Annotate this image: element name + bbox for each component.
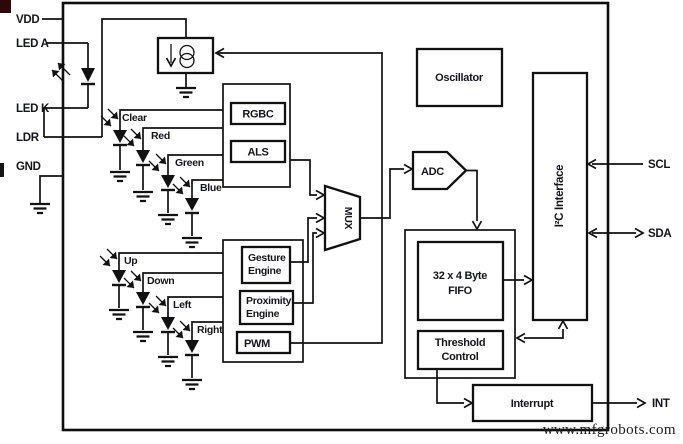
pin-label-ldr: LDR	[16, 132, 40, 144]
pin-label-led-a: LED A	[16, 38, 49, 50]
connector-i2c-to-threshold	[515, 319, 569, 344]
proximity-engine-block: Proximity Engine	[238, 289, 295, 326]
photodiode-label-blue: Blue	[200, 182, 222, 194]
proximity-engine-label-2: Engine	[246, 308, 280, 320]
chip-boundary	[61, 1, 610, 432]
gesture-engine-block: Gesture Engine	[240, 245, 292, 285]
pin-label-gnd: GND	[16, 161, 41, 173]
pin-label-led-k: LED K	[16, 103, 50, 115]
interrupt-label: Interrupt	[511, 398, 554, 410]
connector-ldr-to-current-source	[101, 18, 187, 137]
gesture-engine-label-1: Gesture	[248, 252, 286, 264]
adc-label: ADC	[421, 166, 444, 178]
threshold-label-1: Threshold	[435, 337, 485, 349]
als-label: ALS	[247, 147, 268, 159]
led-emission-arrows	[51, 62, 71, 83]
watermark: www.mfgrobots.com	[542, 422, 676, 438]
photodiode-up: Up	[99, 248, 223, 321]
photodiode-label-left: Left	[173, 299, 192, 311]
photodiode-green: Green	[148, 153, 223, 226]
gnd-ground	[30, 175, 63, 215]
connector-gesture-to-mux	[290, 212, 326, 263]
als-block: ALS	[229, 139, 287, 164]
fifo-label-2: FIFO	[448, 285, 473, 297]
pin-label-int: INT	[652, 398, 670, 410]
photodiode-right: Right	[172, 320, 223, 391]
current-source	[156, 36, 215, 99]
oscillator-label: Oscillator	[435, 72, 484, 84]
gesture-engine-label-2: Engine	[248, 265, 282, 277]
rgbc-label: RGBC	[242, 109, 274, 121]
photodiode-clear: Clear	[100, 108, 223, 183]
i2c-interface-label: I²C Interface	[554, 165, 566, 228]
connector-mux-to-adc	[360, 163, 414, 219]
edge-mark-left	[0, 163, 4, 177]
led-symbol	[51, 43, 95, 108]
oscillator-block: Oscillator	[415, 47, 504, 108]
connector-fifo-to-i2c	[503, 274, 534, 286]
photodiode-left: Left	[148, 295, 223, 368]
photodiode-blue: Blue	[172, 176, 223, 249]
color-sensor-container	[222, 83, 291, 188]
connector-interrupt-to-int	[592, 397, 647, 409]
corner-mark-top-left	[0, 0, 11, 13]
light-arrows	[148, 295, 167, 314]
fifo-block: 32 x 4 Byte FIFO	[416, 240, 505, 322]
fifo-label-1: 32 x 4 Byte	[433, 270, 487, 282]
photodiode-red: Red	[123, 127, 223, 203]
connector-adc-to-fifo	[466, 169, 483, 231]
light-arrows	[148, 153, 167, 172]
engine-container	[222, 239, 304, 363]
connector-proximity-to-mux	[293, 227, 326, 304]
connector-scl	[586, 158, 643, 170]
rgbc-block: RGBC	[229, 101, 287, 126]
threshold-label-2: Control	[441, 351, 478, 363]
photodiode-label-up: Up	[124, 255, 137, 267]
mux-label: MUX	[342, 207, 354, 230]
interrupt-block: Interrupt	[471, 383, 594, 423]
connector-threshold-to-interrupt	[436, 369, 474, 409]
pin-label-scl: SCL	[648, 159, 670, 171]
mux-block: MUX	[323, 184, 362, 252]
connector-als-to-mux	[290, 159, 326, 201]
pwm-label: PWM	[244, 338, 270, 350]
i2c-interface-block: I²C Interface	[531, 71, 589, 322]
photodiode-label-red: Red	[151, 130, 170, 142]
pin-label-sda: SDA	[648, 228, 671, 240]
adc-block: ADC	[411, 150, 468, 191]
light-arrows	[100, 108, 119, 127]
photodiode-label-green: Green	[175, 157, 204, 169]
proximity-engine-label-1: Proximity	[246, 295, 292, 307]
photodiode-down: Down	[123, 270, 223, 343]
light-arrows	[99, 248, 118, 267]
threshold-control-block: Threshold Control	[416, 329, 505, 371]
light-arrows	[123, 128, 142, 147]
connector-sda	[587, 227, 645, 239]
photodiode-label-clear: Clear	[122, 112, 147, 124]
pin-label-vdd: VDD	[16, 14, 39, 26]
pwm-block: PWM	[235, 330, 292, 355]
photodiode-label-down: Down	[147, 275, 174, 287]
light-arrows	[172, 320, 191, 339]
fifo-container	[404, 229, 516, 379]
light-arrows	[172, 176, 191, 195]
photodiode-label-right: Right	[197, 324, 223, 336]
light-arrows	[123, 270, 142, 289]
connector-pwm-to-current-source	[214, 47, 383, 344]
